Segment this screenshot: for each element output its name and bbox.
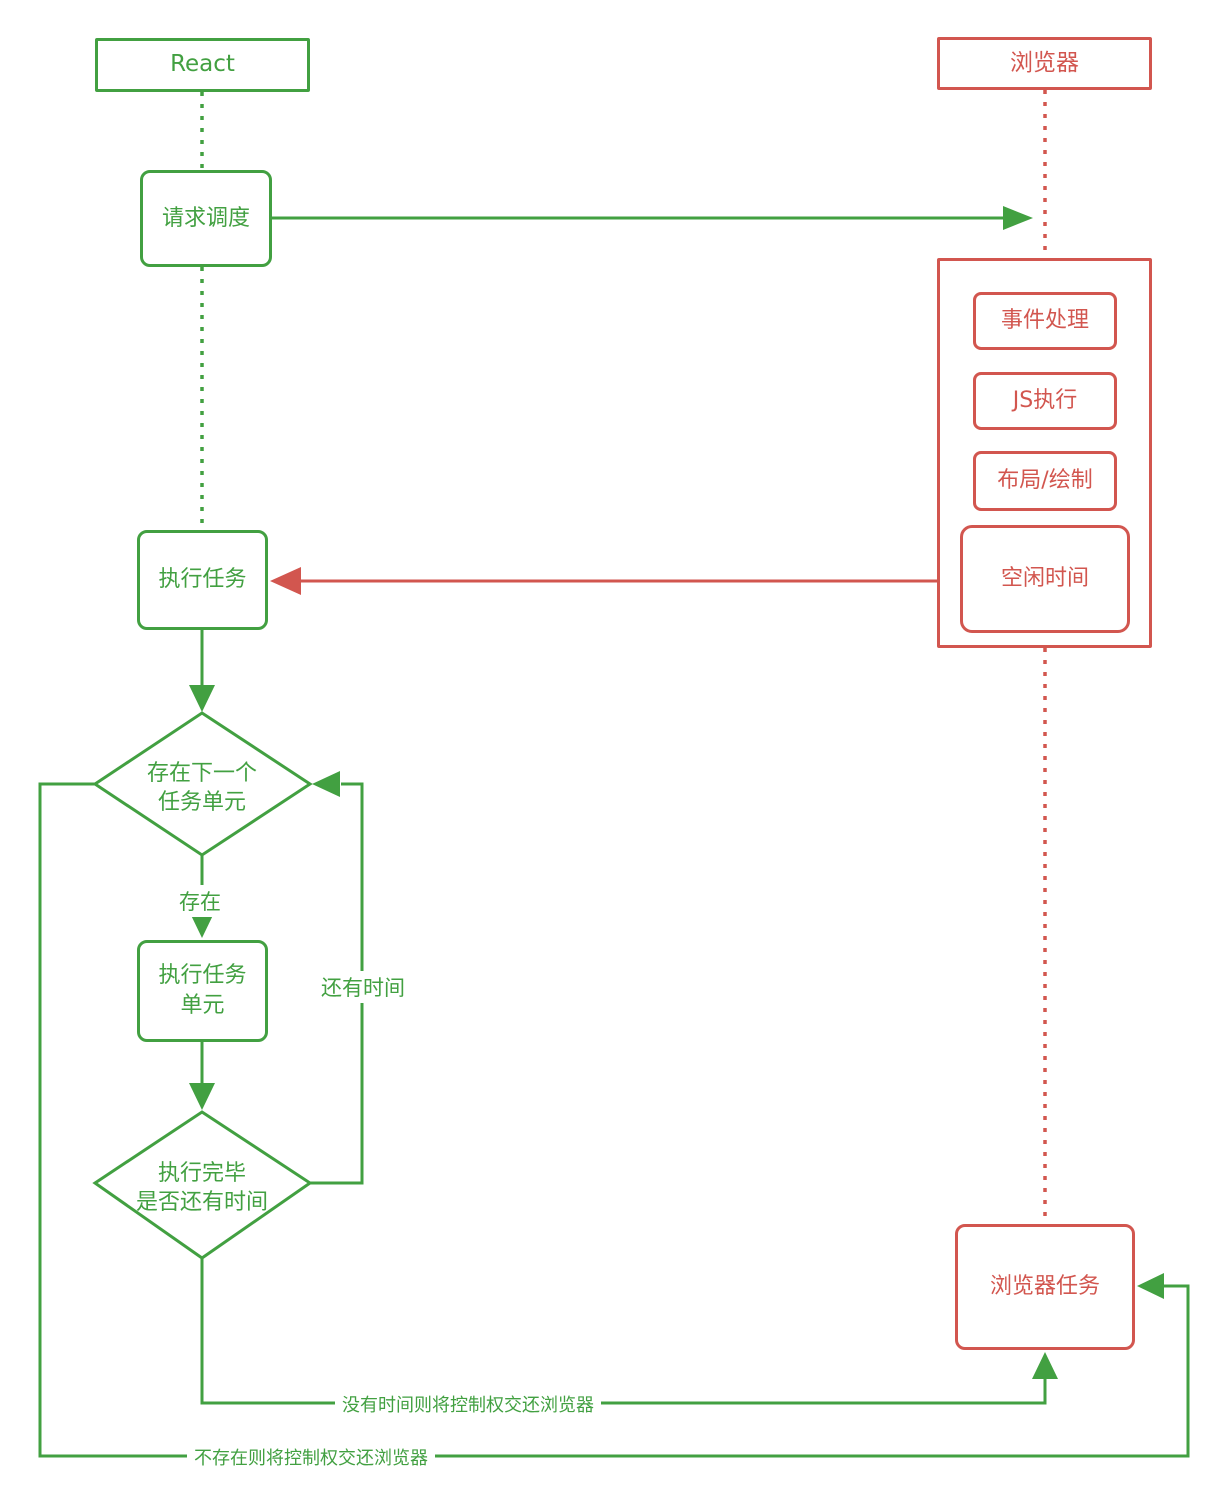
decision-next-task-unit-line1: 存在下一个 [146,760,258,786]
arrowhead-request-schedule [1003,206,1033,230]
node-browser-task-label: 浏览器任务 [989,1274,1100,1300]
node-request-schedule-label: 请求调度 [161,205,250,231]
node-execute-task-unit-line2: 单元 [180,993,225,1018]
node-idle-time: 空闲时间 [960,525,1130,633]
node-execute-task: 执行任务 [137,530,268,630]
lane-header-browser-label: 浏览器 [1010,49,1079,76]
lane-header-react: React [95,38,310,92]
lane-header-react-label: React [170,51,235,78]
decision-has-time-line1: 执行完毕 [157,1160,247,1186]
decision-has-time-label: 执行完毕 是否还有时间 [136,1159,268,1217]
decision-has-time-line2: 是否还有时间 [135,1190,269,1215]
node-js-execution-label: JS执行 [1012,388,1078,414]
decision-next-task-unit-label: 存在下一个 任务单元 [147,759,257,817]
node-layout-paint: 布局/绘制 [973,451,1117,511]
lane-header-browser: 浏览器 [937,37,1152,90]
edge-no-time-return [200,1258,1047,1405]
edge-not-exists-return [38,782,1190,1458]
edge-label-not-exists-return: 不存在则将控制权交还浏览器 [187,1443,435,1471]
arrowhead-has-time-loop [312,771,340,797]
arrowhead-exists [189,911,215,938]
decision-next-task-unit-line2: 任务单元 [157,790,247,815]
node-event-handling-label: 事件处理 [1000,308,1089,334]
node-execute-task-unit: 执行任务 单元 [137,940,268,1042]
arrowhead-idle-to-execute [270,567,301,595]
node-event-handling: 事件处理 [973,292,1117,350]
arrowhead-execute-to-decision1 [189,685,215,712]
node-browser-task: 浏览器任务 [955,1224,1135,1350]
arrowhead-not-exists-return [1137,1273,1164,1299]
node-layout-paint-label: 布局/绘制 [997,468,1093,494]
node-js-execution: JS执行 [973,372,1117,430]
edge-label-exists: 存在 [172,885,228,917]
arrowhead-no-time-return [1032,1352,1058,1379]
node-request-schedule: 请求调度 [140,170,272,267]
node-idle-time-label: 空闲时间 [1000,566,1089,592]
node-execute-task-label: 执行任务 [158,567,247,593]
edge-label-has-time: 还有时间 [314,971,412,1003]
edge-label-no-time-return: 没有时间则将控制权交还浏览器 [335,1390,601,1418]
node-execute-task-unit-line1: 执行任务 [158,963,247,989]
arrowhead-unit-to-decision2 [189,1083,215,1110]
